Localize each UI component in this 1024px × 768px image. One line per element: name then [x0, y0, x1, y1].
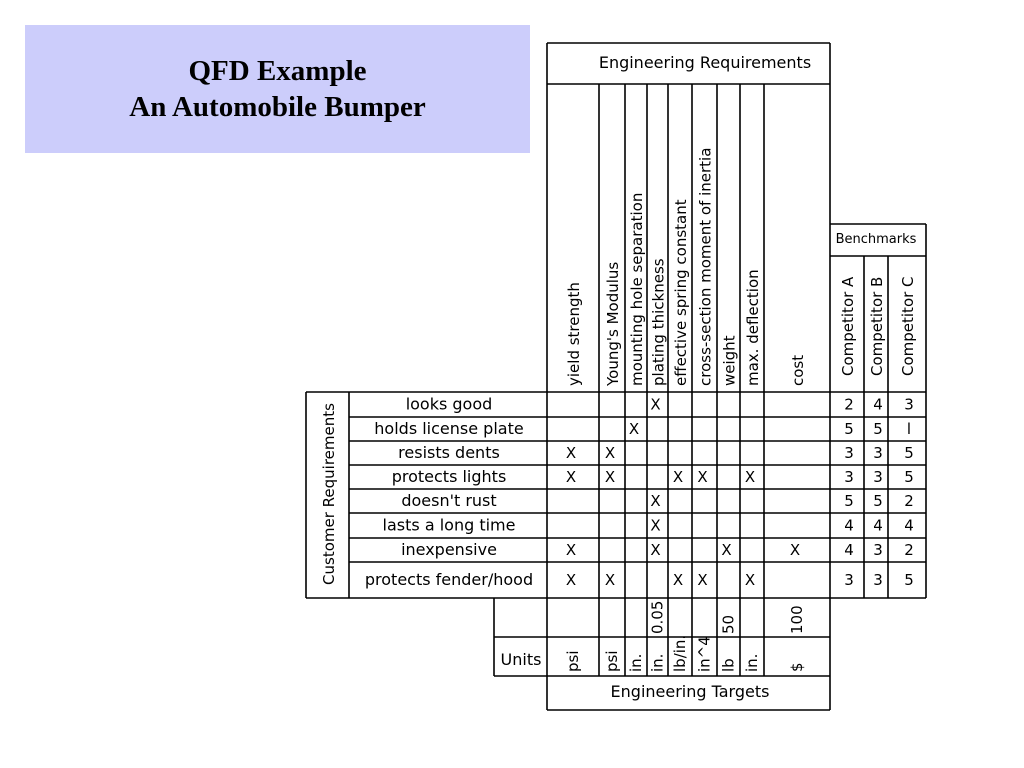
benchmark-score: 5: [904, 468, 914, 486]
relationship-mark: X: [566, 571, 576, 589]
benchmark-score: 2: [844, 396, 854, 414]
competitor-label: Competitor B: [868, 277, 886, 376]
benchmark-score: 2: [904, 541, 914, 559]
relationship-mark: X: [745, 571, 755, 589]
customer-requirement-label: lasts a long time: [383, 516, 516, 535]
matrix-grid: [305, 42, 927, 711]
benchmark-score: l: [907, 420, 911, 438]
benchmark-score: 5: [873, 420, 883, 438]
relationship-mark: X: [605, 444, 615, 462]
relationship-mark: X: [605, 571, 615, 589]
engineering-requirement-label: weight: [721, 335, 739, 386]
unit-label: psi: [564, 650, 582, 672]
customer-requirement-label: inexpensive: [401, 540, 497, 559]
relationship-mark: X: [650, 517, 660, 535]
benchmark-score: 3: [904, 396, 914, 414]
benchmark-score: 3: [844, 571, 854, 589]
competitor-label: Competitor A: [839, 276, 857, 376]
competitor-label: Competitor C: [899, 276, 917, 376]
customer-requirements-header: Customer Requirements: [320, 403, 338, 585]
unit-label: in.: [649, 654, 667, 672]
engineering-requirement-label: effective spring constant: [672, 199, 690, 386]
engineering-requirement-label: cross-section moment of inertia: [697, 148, 715, 386]
relationship-mark: X: [721, 541, 731, 559]
customer-requirement-label: protects fender/hood: [365, 570, 533, 589]
relationship-mark: X: [650, 492, 660, 510]
benchmark-score: 5: [904, 571, 914, 589]
engineering-target-value: 50: [720, 615, 738, 634]
benchmark-score: 5: [844, 420, 854, 438]
relationship-mark: X: [697, 571, 707, 589]
relationship-mark: X: [745, 468, 755, 486]
relationship-mark: X: [673, 468, 683, 486]
benchmark-score: 4: [873, 517, 883, 535]
title-box: QFD Example An Automobile Bumper: [25, 25, 530, 153]
title-line-2: An Automobile Bumper: [129, 91, 426, 123]
benchmark-score: 3: [844, 468, 854, 486]
title-line-1: QFD Example: [188, 55, 367, 87]
engineering-requirement-label: mounting hole separation: [628, 193, 646, 386]
benchmark-score: 4: [844, 541, 854, 559]
customer-requirement-label: resists dents: [398, 443, 500, 462]
relationship-mark: X: [673, 571, 683, 589]
benchmarks-header: Benchmarks: [836, 232, 917, 247]
unit-label: in^4: [696, 636, 714, 672]
engineering-target-value: 100: [788, 605, 806, 634]
relationship-mark: X: [605, 468, 615, 486]
engineering-requirement-label: plating thickness: [650, 258, 668, 386]
relationship-mark: X: [566, 541, 576, 559]
relationship-mark: X: [650, 396, 660, 414]
customer-requirement-label: looks good: [406, 395, 493, 414]
benchmark-score: 2: [904, 492, 914, 510]
unit-label: in.: [743, 654, 761, 672]
relationship-mark: X: [566, 444, 576, 462]
unit-label: lb/in.: [671, 635, 689, 672]
engineering-requirement-label: max. deflection: [744, 269, 762, 386]
unit-label: psi: [603, 650, 621, 672]
relationship-mark: X: [566, 468, 576, 486]
benchmark-score: 3: [873, 541, 883, 559]
relationship-mark: X: [790, 541, 800, 559]
relationship-mark: X: [650, 541, 660, 559]
engineering-requirement-label: yield strength: [565, 282, 583, 386]
matrix-content: yield strength Young's Modulus mounting ho…: [365, 148, 917, 672]
engineering-requirement-label: Young's Modulus: [604, 262, 622, 387]
engineering-requirement-label: cost: [789, 355, 807, 386]
units-label: Units: [501, 650, 542, 669]
benchmark-score: 4: [873, 396, 883, 414]
benchmark-score: 3: [873, 468, 883, 486]
engineering-target-value: 0.05: [649, 601, 667, 634]
benchmark-score: 4: [844, 517, 854, 535]
benchmark-score: 4: [904, 517, 914, 535]
customer-requirement-label: protects lights: [392, 467, 507, 486]
engineering-requirements-header: Engineering Requirements: [599, 53, 811, 72]
customer-requirement-label: doesn't rust: [401, 491, 496, 510]
benchmark-score: 5: [873, 492, 883, 510]
unit-label: $: [788, 662, 806, 672]
benchmark-score: 5: [844, 492, 854, 510]
benchmark-score: 3: [873, 571, 883, 589]
unit-label: lb: [720, 658, 738, 672]
benchmark-score: 5: [904, 444, 914, 462]
customer-requirement-label: holds license plate: [374, 419, 523, 438]
unit-label: in.: [627, 654, 645, 672]
relationship-mark: X: [629, 420, 639, 438]
relationship-mark: X: [697, 468, 707, 486]
benchmark-score: 3: [873, 444, 883, 462]
engineering-targets-header: Engineering Targets: [611, 682, 770, 701]
benchmark-score: 3: [844, 444, 854, 462]
